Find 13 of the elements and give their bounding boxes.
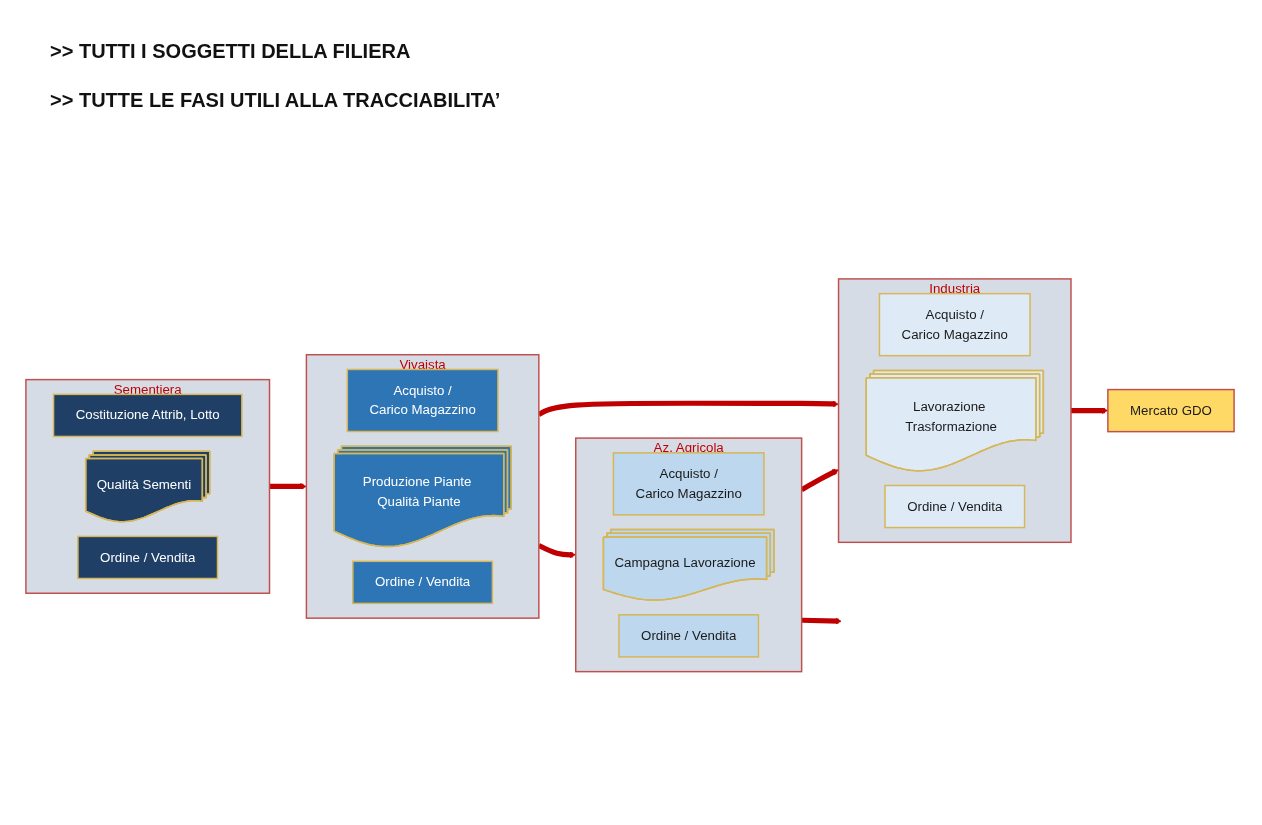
heading-text: >> TUTTI I SOGGETTI DELLA FILIERA [50, 40, 412, 63]
node-box: Costituzione Attrib, Lotto [52, 393, 243, 437]
node-box: Ordine / Vendita [884, 484, 1026, 529]
heading-text: >> TUTTE LE FASI UTILI ALLA TRACCIABILITA’ [50, 89, 501, 112]
node-box: Ordine / Vendita [618, 613, 760, 658]
node-box: Acquisto / Carico Magazzino [346, 368, 499, 432]
node-box: Ordine / Vendita [77, 535, 219, 579]
node-box: Mercato GDO [1107, 388, 1235, 433]
node-box: Acquisto / Carico Magazzino [612, 451, 765, 516]
arrow [801, 617, 842, 624]
arrow [269, 482, 307, 490]
node-box: Acquisto / Carico Magazzino [878, 292, 1031, 357]
node-box: Ordine / Vendita [352, 560, 494, 604]
